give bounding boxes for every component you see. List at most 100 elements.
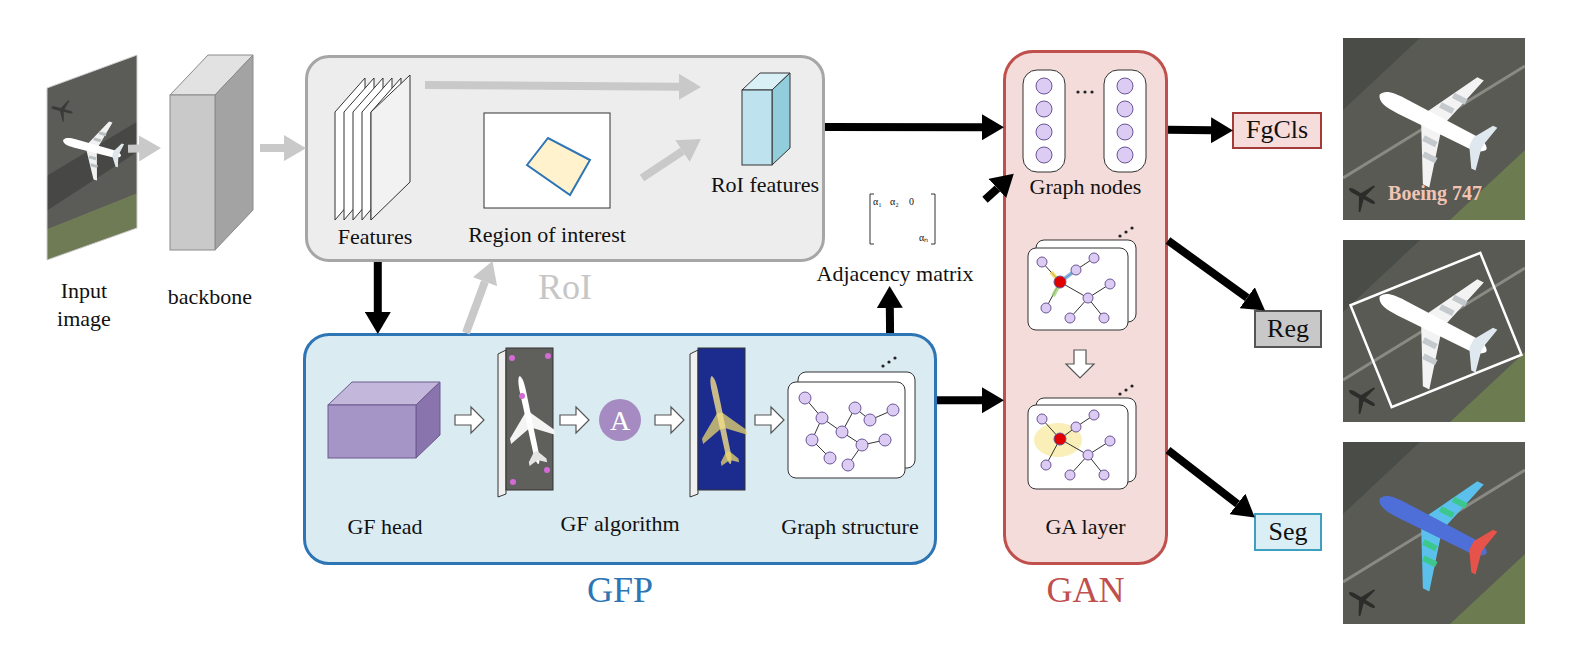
matrix-entry: α₁ — [873, 196, 893, 207]
graph-card — [842, 459, 854, 471]
graph-node-column — [1023, 70, 1065, 172]
attention-graph-card — [1099, 313, 1109, 323]
roi-illustration — [484, 113, 610, 208]
attention-graph-card — [1064, 273, 1072, 279]
attention-graph-card — [1041, 460, 1051, 470]
graph-card — [824, 452, 836, 464]
attention-graph-card — [1053, 287, 1058, 296]
ga-layer: GA layer — [1013, 235, 1158, 540]
input-photo — [47, 55, 137, 260]
input-photo — [87, 130, 107, 168]
attention-graph-card — [1060, 282, 1088, 298]
node-label: Graph nodes — [1013, 173, 1158, 201]
regression-photo — [1397, 266, 1484, 389]
segmentation-photo — [1450, 554, 1525, 624]
graph-node-column — [1117, 78, 1133, 94]
graph-card — [805, 398, 822, 418]
regression-photo — [1461, 322, 1498, 372]
input-photo — [40, 50, 140, 265]
classification-photo — [1343, 38, 1525, 220]
graph-card — [788, 382, 905, 478]
roi-feature-cube — [772, 73, 790, 165]
node-label: RoI features — [700, 171, 830, 199]
graph-card — [806, 434, 818, 446]
node-label: Region of interest — [452, 221, 642, 249]
graph-structure: Graph structure — [770, 370, 930, 540]
matrix-entry: αₙ — [919, 232, 939, 243]
graph-node-column — [1083, 90, 1086, 93]
flow-arrow — [1168, 126, 1211, 134]
flow-arrow — [260, 144, 284, 152]
graph-node-column — [1036, 101, 1052, 117]
keypoint-image — [506, 348, 553, 490]
flow-arrow — [985, 188, 997, 199]
graph-card — [887, 360, 890, 363]
circle-outline — [599, 399, 641, 441]
mask-image — [697, 408, 747, 444]
feature-stack — [353, 78, 383, 220]
mask-image — [690, 350, 698, 497]
segmentation-photo — [1352, 586, 1375, 616]
regression-photo — [1376, 289, 1491, 358]
graph-card — [879, 434, 891, 446]
attention-graph-card — [1070, 298, 1088, 318]
regression-photo — [1343, 268, 1525, 380]
node-label: Input image — [40, 277, 128, 332]
attention-graph-card — [1124, 230, 1127, 233]
keypoint-image — [527, 450, 547, 466]
output-head: FgCls — [1232, 112, 1322, 149]
node-label: Graph structure — [770, 513, 930, 541]
graph-card — [805, 398, 893, 465]
roi-illustration — [484, 113, 610, 208]
regression-photo — [1450, 352, 1525, 422]
roi-feature-cube — [742, 73, 790, 90]
attention-graph-card — [1130, 226, 1133, 229]
backbone-cube — [215, 55, 253, 250]
mask-image — [690, 348, 747, 497]
roi-feature-cube — [742, 90, 772, 165]
regression-photo — [1416, 291, 1468, 365]
regression-photo — [1348, 389, 1376, 408]
node-label: GAN — [946, 568, 1225, 613]
attention-graph-card — [1037, 257, 1047, 267]
class-label: Boeing 747 — [1370, 182, 1500, 204]
keypoint-image — [544, 467, 550, 473]
output-head: Seg — [1254, 513, 1322, 551]
attention-graph-card — [1034, 423, 1082, 457]
graph-node-column — [1117, 124, 1133, 140]
graph-card — [812, 418, 822, 440]
feature-stack — [362, 78, 392, 220]
output-head: Reg — [1254, 310, 1322, 348]
attention-graph-card — [1089, 410, 1099, 420]
gf-head-cube — [328, 405, 416, 458]
segmentation-photo — [1343, 470, 1525, 582]
graph-nodes: Graph nodes — [1013, 65, 1158, 200]
segmentation-photo — [1343, 442, 1420, 514]
graph-card — [836, 426, 848, 438]
classification-photo — [1416, 89, 1468, 163]
graph-node-column — [1117, 101, 1133, 117]
attention-graph-card — [1028, 248, 1128, 330]
segmentation-photo — [1416, 493, 1468, 567]
attention-graph-card — [1089, 253, 1099, 263]
attention-graph-card — [1105, 436, 1115, 446]
flow-arrow — [642, 151, 683, 178]
backbone-cube — [170, 55, 253, 250]
graph-card — [812, 440, 830, 458]
segmentation-photo — [1376, 491, 1491, 560]
regression-photo — [1343, 240, 1420, 312]
attention-graph-card — [1071, 422, 1081, 432]
input-photo — [40, 50, 140, 265]
attention-graph-card — [1028, 226, 1136, 489]
gf-head-cube — [328, 382, 440, 405]
attention-graph-card — [1070, 455, 1088, 475]
classification-photo — [1450, 150, 1525, 220]
matrix-bracket — [870, 194, 935, 244]
graph-node-column — [1036, 124, 1052, 140]
classification-photo — [1352, 182, 1375, 212]
feature-stack — [344, 78, 374, 220]
attention-graph-card — [1037, 410, 1115, 480]
graph-card — [788, 356, 915, 478]
attention-graph-card — [1076, 258, 1094, 270]
